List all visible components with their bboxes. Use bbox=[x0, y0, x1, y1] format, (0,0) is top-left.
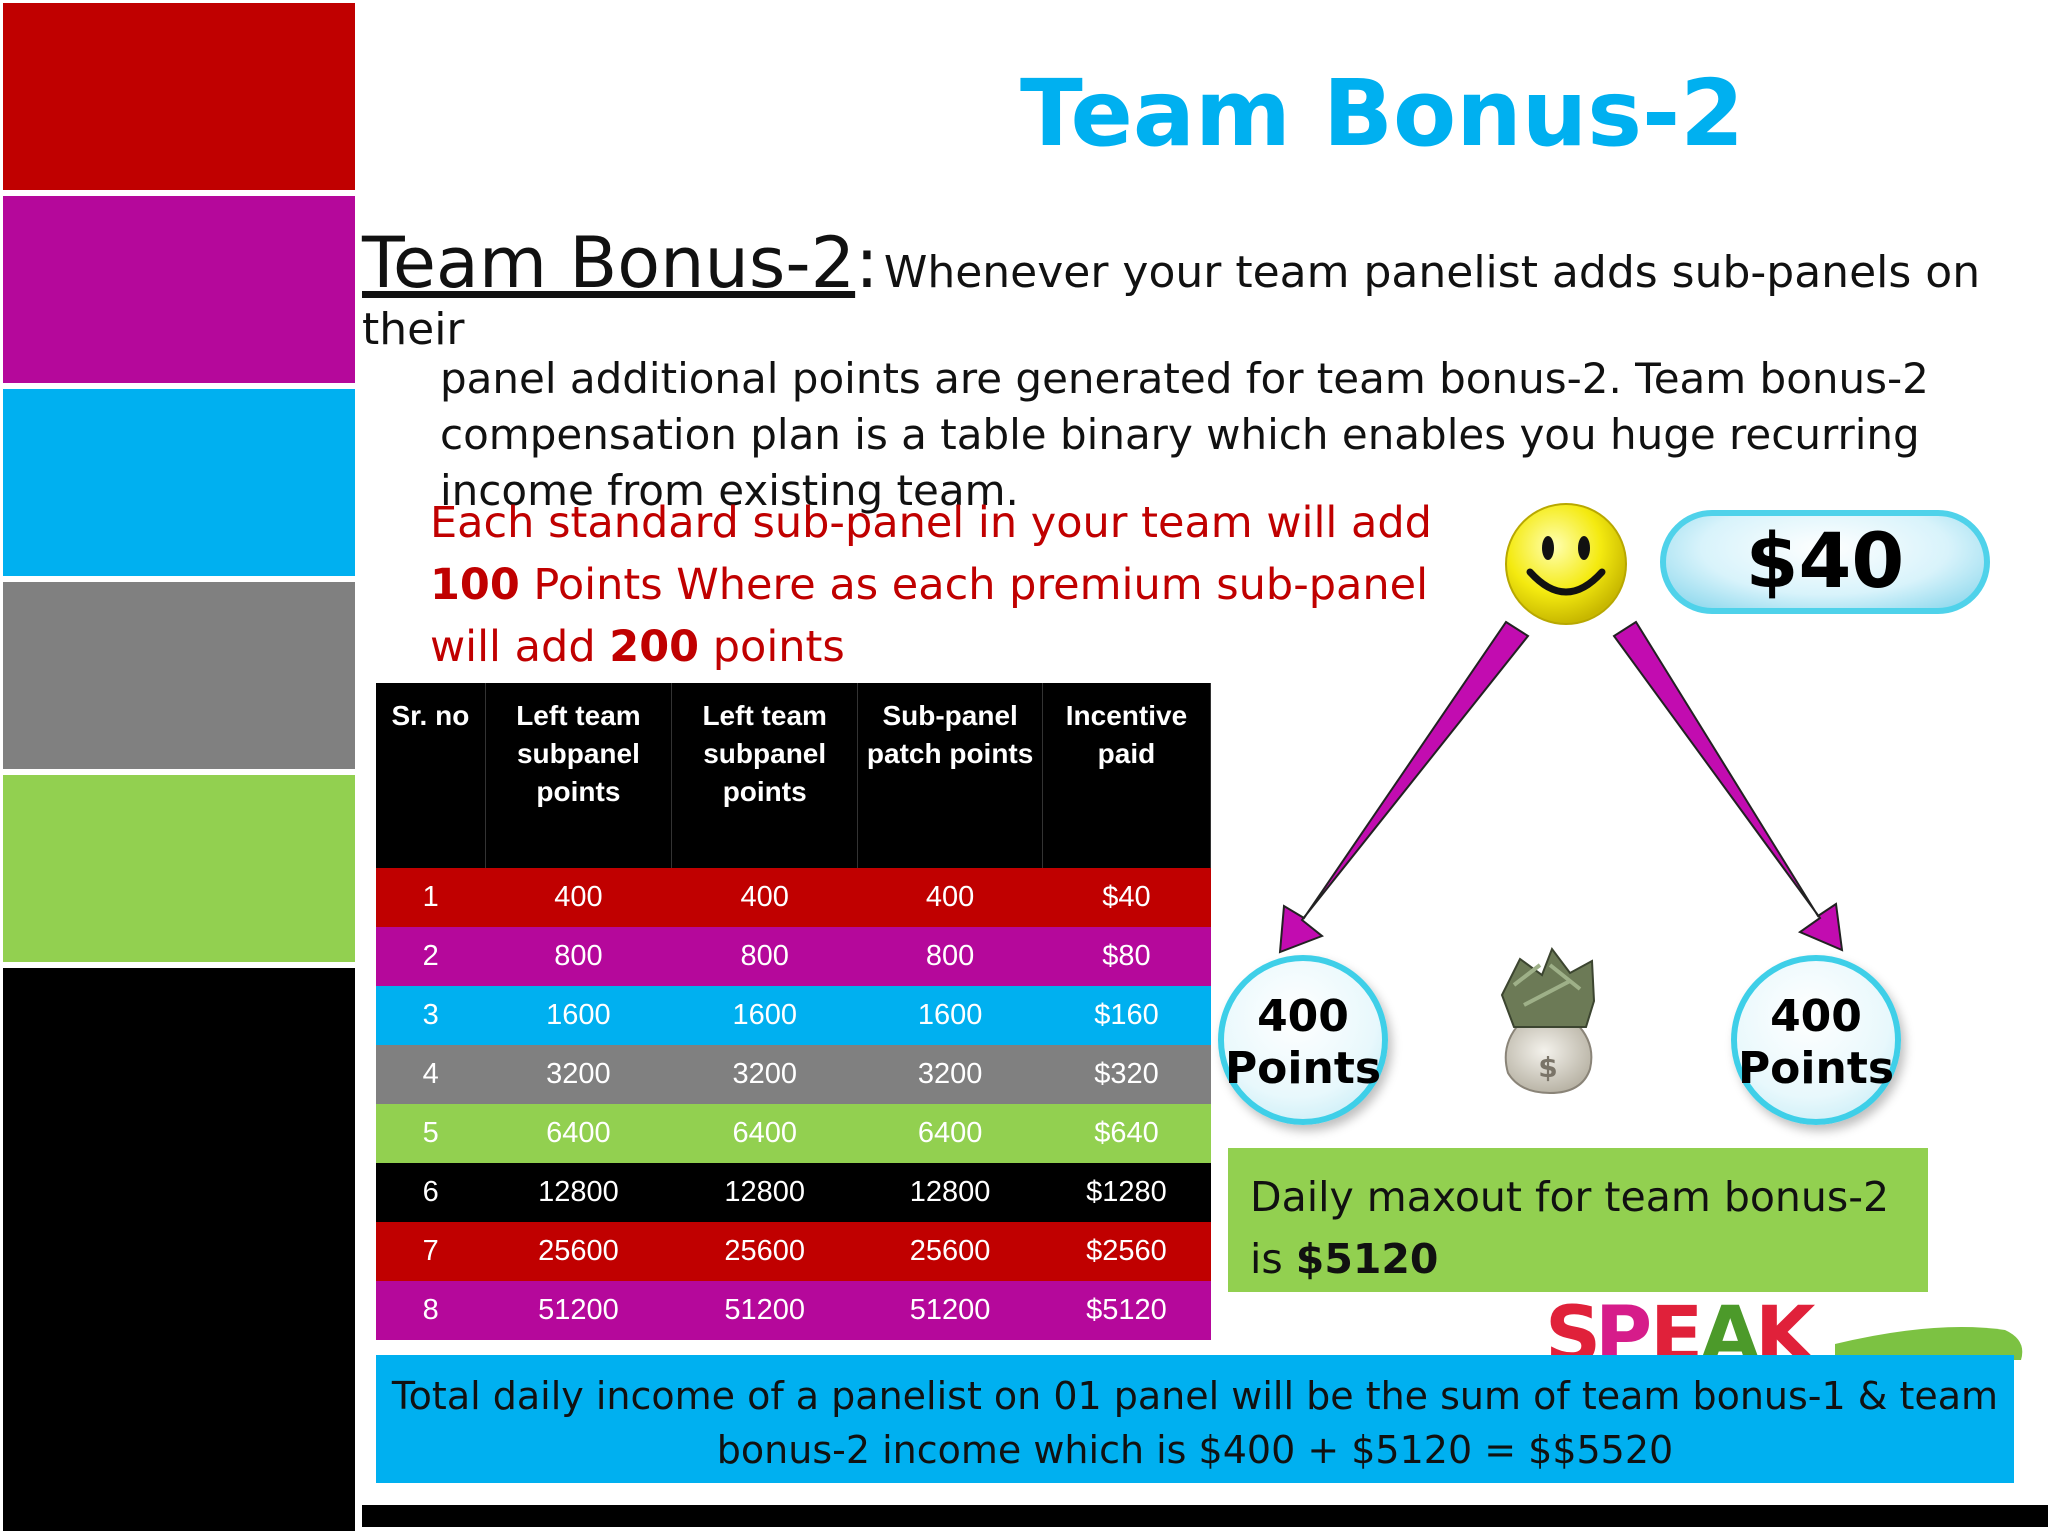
table-cell-left2: 6400 bbox=[732, 1117, 797, 1149]
intro-paragraph: Team Bonus-2: Whenever your team panelis… bbox=[362, 222, 2022, 519]
table-cell-patch: 3200 bbox=[917, 1058, 983, 1090]
table-row: 3 1600 1600 1600 $160 bbox=[376, 986, 1211, 1045]
header-incentive-paid: Incentive paid bbox=[1042, 683, 1212, 868]
right-points-node: 400 Points bbox=[1731, 955, 1901, 1125]
svg-text:E: E bbox=[1650, 1300, 1699, 1360]
table-row: 6 12800 12800 12800 $1280 bbox=[376, 1163, 1211, 1222]
table-cell-patch: 1600 bbox=[917, 999, 983, 1031]
table-cell-patch: 51200 bbox=[909, 1294, 991, 1326]
table-cell-patch: 25600 bbox=[909, 1235, 991, 1267]
table-cell-left2: 12800 bbox=[724, 1176, 806, 1208]
table-row: 5 6400 6400 6400 $640 bbox=[376, 1104, 1211, 1163]
money-bag-icon: $ bbox=[1500, 946, 1596, 1095]
points-note-text: Points Where as each premium sub-panel w… bbox=[430, 560, 1429, 672]
points-note-text: Each standard sub-panel in your team wil… bbox=[430, 498, 1432, 548]
table-cell-paid: $40 bbox=[1102, 881, 1151, 913]
svg-text:S: S bbox=[1545, 1300, 1597, 1360]
table-cell-paid: $320 bbox=[1094, 1058, 1159, 1090]
bonus-amount-badge: $40 bbox=[1660, 510, 1990, 614]
table-cell-left2: 400 bbox=[740, 881, 789, 913]
table-row: 4 3200 3200 3200 $320 bbox=[376, 1045, 1211, 1104]
table-cell-patch: 12800 bbox=[909, 1176, 991, 1208]
right-points-unit: Points bbox=[1737, 1043, 1895, 1094]
table-cell-sr: 5 bbox=[422, 1117, 439, 1149]
table-header-row: Sr. no Left team subpanel points Left te… bbox=[376, 683, 1212, 868]
table-cell-sr: 6 bbox=[422, 1176, 439, 1208]
points-standard-value: 100 bbox=[430, 560, 520, 610]
maxout-text: Daily maxout for team bonus-2 is bbox=[1250, 1173, 1890, 1283]
table-cell-left1: 1600 bbox=[546, 999, 611, 1031]
sidebar-block-red bbox=[3, 3, 355, 190]
header-left-points-2: Left team subpanel points bbox=[671, 683, 859, 868]
table-cell-sr: 7 bbox=[422, 1235, 439, 1267]
table-cell-patch: 6400 bbox=[917, 1117, 983, 1149]
intro-heading: Team Bonus-2 bbox=[362, 222, 856, 304]
table-cell-left2: 25600 bbox=[724, 1235, 806, 1267]
table-row: 7 25600 25600 25600 $2560 bbox=[376, 1222, 1211, 1281]
right-points-value: 400 bbox=[1770, 991, 1862, 1042]
table-cell-left2: 800 bbox=[740, 940, 789, 972]
table-row: 2 800 800 800 $80 bbox=[376, 927, 1211, 986]
table-cell-left1: 51200 bbox=[538, 1294, 619, 1326]
speak-logo: S P E A K bbox=[1545, 1300, 2023, 1360]
left-points-unit: Points bbox=[1224, 1043, 1382, 1094]
sidebar-block-gray bbox=[3, 582, 355, 769]
maxout-amount: $5120 bbox=[1295, 1235, 1439, 1283]
svg-text:K: K bbox=[1755, 1300, 1818, 1360]
header-left-points-1: Left team subpanel points bbox=[485, 683, 673, 868]
table-cell-sr: 2 bbox=[422, 940, 439, 972]
table-cell-left1: 25600 bbox=[538, 1235, 619, 1267]
table-cell-left1: 400 bbox=[554, 881, 603, 913]
sidebar-block-green bbox=[3, 775, 355, 962]
split-arrows bbox=[1278, 620, 1844, 954]
svg-text:A: A bbox=[1700, 1300, 1760, 1360]
right-arrow-icon bbox=[1612, 620, 1844, 952]
table-cell-left2: 1600 bbox=[732, 999, 797, 1031]
bottom-bar bbox=[362, 1505, 2048, 1527]
table-cell-paid: $640 bbox=[1094, 1117, 1159, 1149]
intro-colon: : bbox=[855, 222, 879, 304]
table-cell-paid: $2560 bbox=[1086, 1235, 1167, 1267]
table-cell-sr: 1 bbox=[422, 881, 439, 913]
table-cell-sr: 8 bbox=[422, 1294, 439, 1326]
table-cell-paid: $80 bbox=[1102, 940, 1151, 972]
header-patch-points: Sub-panel patch points bbox=[857, 683, 1043, 868]
table-cell-sr: 4 bbox=[422, 1058, 439, 1090]
table-cell-paid: $5120 bbox=[1086, 1294, 1167, 1326]
intro-lead-text: Whenever your team panelist adds sub-pan… bbox=[362, 247, 1981, 355]
table-row: 1 400 400 400 $40 bbox=[376, 868, 1211, 927]
sidebar-block-magenta bbox=[3, 196, 355, 383]
daily-maxout-box: Daily maxout for team bonus-2 is $5120 bbox=[1228, 1148, 1928, 1292]
table-cell-paid: $160 bbox=[1094, 999, 1159, 1031]
svg-text:$: $ bbox=[1538, 1051, 1557, 1084]
table-cell-left2: 3200 bbox=[732, 1058, 797, 1090]
intro-body-text: panel additional points are generated fo… bbox=[440, 354, 1929, 515]
table-cell-left1: 12800 bbox=[538, 1176, 619, 1208]
points-premium-value: 200 bbox=[609, 622, 700, 672]
svg-text:P: P bbox=[1595, 1300, 1649, 1360]
slide-title: Team Bonus-2 bbox=[1020, 60, 1745, 167]
table-cell-left1: 800 bbox=[554, 940, 603, 972]
table-cell-left1: 6400 bbox=[546, 1117, 611, 1149]
sidebar-block-black bbox=[3, 968, 355, 1531]
table-row: 8 51200 51200 51200 $5120 bbox=[376, 1281, 1211, 1340]
points-note-text: points bbox=[699, 622, 845, 672]
table-cell-paid: $1280 bbox=[1086, 1176, 1167, 1208]
left-points-value: 400 bbox=[1257, 991, 1349, 1042]
bonus-table: Sr. no Left team subpanel points Left te… bbox=[376, 683, 1212, 1340]
table-cell-patch: 400 bbox=[925, 881, 975, 913]
total-income-box: Total daily income of a panelist on 01 p… bbox=[376, 1355, 2014, 1483]
sidebar-block-blue bbox=[3, 389, 355, 576]
smiley-icon bbox=[1505, 503, 1627, 625]
left-points-node: 400 Points bbox=[1218, 955, 1388, 1125]
points-note: Each standard sub-panel in your team wil… bbox=[430, 492, 1500, 678]
table-cell-patch: 800 bbox=[925, 940, 975, 972]
table-cell-left1: 3200 bbox=[546, 1058, 611, 1090]
table-cell-left2: 51200 bbox=[724, 1294, 806, 1326]
header-sr-no: Sr. no bbox=[376, 683, 486, 868]
table-cell-sr: 3 bbox=[422, 999, 439, 1031]
left-arrow-icon bbox=[1278, 620, 1530, 954]
